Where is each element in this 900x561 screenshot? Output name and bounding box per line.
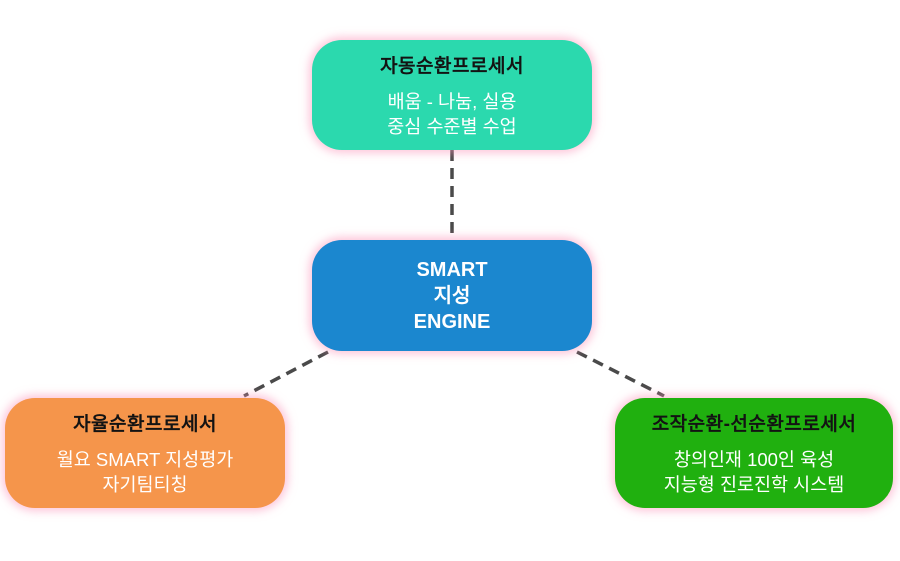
connector-center-to-left bbox=[243, 350, 329, 398]
node-description-line: 지능형 진로진학 시스템 bbox=[663, 474, 845, 495]
center-node-line: SMART bbox=[416, 258, 488, 281]
node-smart-engine: SMART 지성 ENGINE bbox=[312, 240, 592, 351]
node-description-line: 중심 수준별 수업 bbox=[387, 116, 517, 137]
node-title: 자동순환프로세서 bbox=[380, 56, 524, 77]
node-operation-good-cycle-processor: 조작순환-선순환프로세서 창의인재 100인 육성 지능형 진로진학 시스템 bbox=[615, 398, 893, 508]
node-description: 창의인재 100인 육성 지능형 진로진학 시스템 bbox=[664, 447, 844, 497]
node-self-cycle-processor: 자율순환프로세서 월요 SMART 지성평가 자기팀티칭 bbox=[5, 398, 285, 508]
center-node-line: ENGINE bbox=[413, 310, 491, 333]
node-description-line: 자기팀티칭 bbox=[102, 474, 188, 495]
node-title: 조작순환-선순환프로세서 bbox=[651, 414, 857, 435]
center-node-line: 지성 bbox=[433, 284, 471, 307]
node-description-line: 배움 - 나눔, 실용 bbox=[387, 91, 517, 112]
node-description: 월요 SMART 지성평가 자기팀티칭 bbox=[57, 447, 233, 497]
connector-center-to-right bbox=[576, 350, 665, 398]
node-title: 자율순환프로세서 bbox=[73, 414, 217, 435]
node-auto-cycle-processor: 자동순환프로세서 배움 - 나눔, 실용 중심 수준별 수업 bbox=[312, 40, 592, 150]
node-description-line: 월요 SMART 지성평가 bbox=[56, 449, 234, 470]
node-description-line: 창의인재 100인 육성 bbox=[673, 449, 835, 470]
node-description: 배움 - 나눔, 실용 중심 수준별 수업 bbox=[387, 89, 516, 139]
